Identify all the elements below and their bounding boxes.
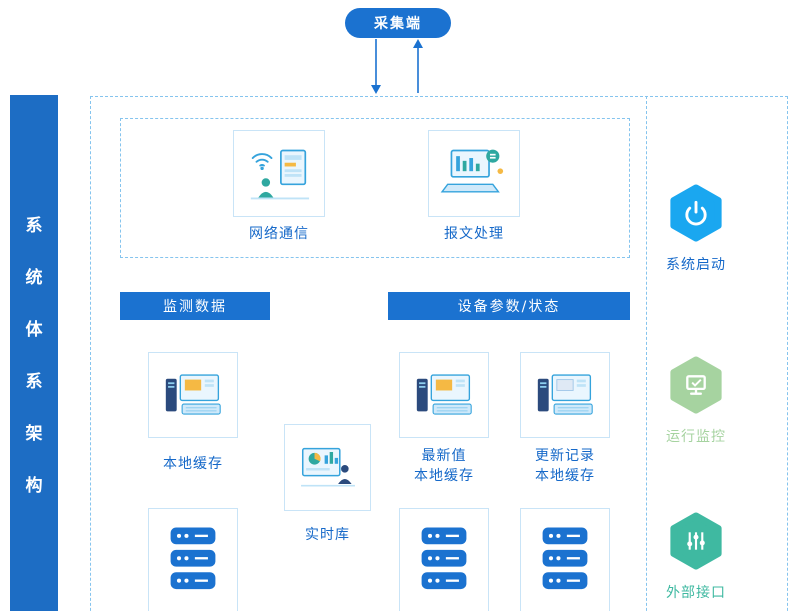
sidebar-char: 系 xyxy=(25,371,43,392)
realtime-db-label: 实时库 xyxy=(305,527,350,543)
external-interface-label: 外部接口 xyxy=(666,585,726,601)
main-container xyxy=(90,96,788,611)
database-box xyxy=(399,508,489,611)
message-processing-box xyxy=(428,130,520,217)
sidebar-char: 构 xyxy=(25,475,43,496)
monitor-icon xyxy=(686,375,706,395)
sidebar-char: 架 xyxy=(25,423,43,444)
right-panel-divider xyxy=(646,96,647,611)
local-cache-box xyxy=(148,352,238,438)
sidebar-char: 体 xyxy=(25,319,43,340)
network-communication-illustration xyxy=(250,149,310,199)
network-communication-box xyxy=(233,130,325,217)
message-processing-illustration xyxy=(440,149,504,193)
external-interface-hexagon xyxy=(670,512,722,570)
sliders-icon xyxy=(687,532,705,550)
update-record-cache-label: 更新记录 本地缓存 xyxy=(535,448,595,484)
sidebar-char: 系 xyxy=(25,215,43,236)
latest-value-cache-label: 最新值 本地缓存 xyxy=(414,448,474,484)
monitoring-data-header: 监测数据 xyxy=(120,292,270,320)
network-communication-label: 网络通信 xyxy=(249,226,309,242)
latest-value-cache-box xyxy=(399,352,489,438)
system-startup-hexagon xyxy=(670,184,722,242)
collector-arrows xyxy=(371,39,423,94)
power-icon xyxy=(685,200,707,226)
server-stack-icon xyxy=(421,527,467,590)
update-record-cache-box xyxy=(520,352,610,438)
sidebar-char: 统 xyxy=(25,267,43,288)
run-monitoring-hexagon xyxy=(670,356,722,414)
server-stack-icon xyxy=(542,527,588,590)
collector-node: 采集端 xyxy=(345,8,451,38)
realtime-db-box xyxy=(284,424,371,511)
local-cache-label: 本地缓存 xyxy=(163,456,223,472)
device-params-header: 设备参数/状态 xyxy=(388,292,630,320)
database-box xyxy=(148,508,238,611)
message-processing-label: 报文处理 xyxy=(444,226,504,242)
system-startup-label: 系统启动 xyxy=(666,257,726,273)
communication-module-group xyxy=(120,118,630,258)
sidebar-title-bar: 系 统 体 系 架 构 xyxy=(10,95,58,611)
server-stack-icon xyxy=(170,527,216,590)
realtime-db-illustration xyxy=(300,447,355,487)
workstation-illustration xyxy=(165,374,221,415)
workstation-illustration xyxy=(416,374,472,415)
run-monitoring-label: 运行监控 xyxy=(666,429,726,445)
workstation-illustration xyxy=(537,374,593,415)
database-box xyxy=(520,508,610,611)
